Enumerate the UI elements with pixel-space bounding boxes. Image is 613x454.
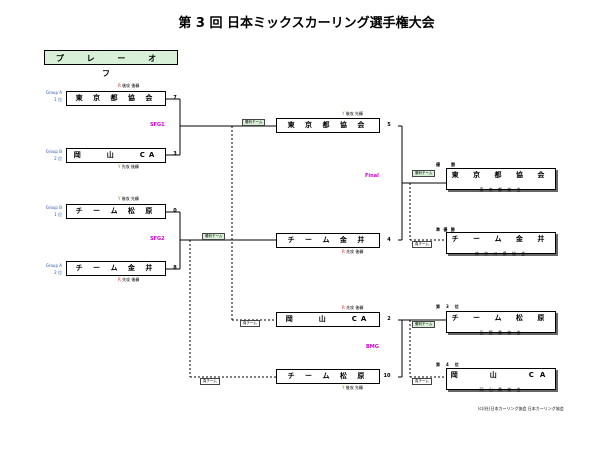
result-team-assoc: 神 奈 川 県 協 会 xyxy=(474,251,528,256)
r2-score-2: 4 xyxy=(387,237,391,243)
result-rank-3: 第 3 位 xyxy=(436,304,460,309)
playoff-header: プ レ ー オ フ xyxy=(44,50,178,78)
stone-color: R xyxy=(342,305,345,310)
seed-4-score: 8 xyxy=(173,265,177,271)
result-rank-1: 優 勝 xyxy=(436,162,456,167)
r2-team-1: 東 京 都 協 会 xyxy=(276,118,380,133)
stone-info-seed-1: R 後攻 後糠 xyxy=(118,83,139,89)
r2-score-3: 2 xyxy=(387,316,391,322)
r2-score-4: 10 xyxy=(383,373,391,379)
winner-tag-sfg1: 勝利チーム xyxy=(242,119,266,126)
result-team-name: チ ー ム 金 井 xyxy=(451,235,551,243)
stone-info-r2-1: Y 後攻 先糠 xyxy=(342,111,363,117)
stone-order: 後攻 先糠 xyxy=(345,385,364,390)
stone-color: R xyxy=(118,83,121,88)
result-team-assoc: 長 野 県 協 会 xyxy=(479,330,523,335)
stone-color: R xyxy=(118,277,121,282)
stone-color: Y xyxy=(342,385,345,390)
stone-info-r2-4: Y 後攻 先糠 xyxy=(342,385,363,391)
result-team-name: 岡 山 CA xyxy=(450,371,552,379)
winner-tag-bmg: 勝利チーム xyxy=(412,321,436,328)
stone-order: 先攻 後糠 xyxy=(122,277,140,282)
result-team-assoc: 岡 山 県 協 会 xyxy=(479,387,523,392)
stone-order: 後攻 先糠 xyxy=(121,196,140,201)
game-label-final: Final xyxy=(365,173,379,179)
stone-info-r2-3: R 先攻 後糠 xyxy=(342,305,363,311)
result-team-name: チ ー ム 松 原 xyxy=(451,314,551,322)
seed-3-team: チ ー ム 松 原 xyxy=(66,204,166,219)
stone-info-seed-3: Y 後攻 先糠 xyxy=(118,196,139,202)
result-rank-4: 第 4 位 xyxy=(436,362,460,367)
loser-tag-sfg2: 負チーム xyxy=(200,378,220,385)
stone-info-seed-2: Y 先攻 後糠 xyxy=(118,164,139,170)
footer-copyright: (c)(社)日本カーリング協会 日本カーリング協会 xyxy=(478,406,564,411)
stone-order: 先攻 後糠 xyxy=(346,249,364,254)
stone-order: 後攻 先糠 xyxy=(345,111,364,116)
result-team-3: チ ー ム 松 原 長 野 県 協 会 xyxy=(446,311,556,335)
game-label-sfg1: SFG1 xyxy=(150,122,165,128)
stone-color: Y xyxy=(342,111,345,116)
stone-order: 後攻 後糠 xyxy=(122,83,140,88)
result-team-1: 東 京 都 協 会 東 京 都 協 会 xyxy=(446,168,556,192)
stone-info-seed-4: R 先攻 後糠 xyxy=(118,277,139,283)
loser-tag-final: 負チーム xyxy=(412,241,432,248)
result-team-assoc: 東 京 都 協 会 xyxy=(479,187,523,192)
winner-tag-sfg2: 勝利チーム xyxy=(202,233,226,240)
winner-tag-final: 勝利チーム xyxy=(412,170,436,177)
r2-team-3: 岡 山 CA xyxy=(276,312,380,327)
stone-order: 先攻 後糠 xyxy=(121,164,140,169)
result-team-name: 東 京 都 協 会 xyxy=(451,171,551,179)
stone-info-r2-2: R 先攻 後糠 xyxy=(342,249,363,255)
stone-color: Y xyxy=(118,196,121,201)
r2-team-2: チ ー ム 金 井 xyxy=(276,233,380,248)
stone-color: R xyxy=(342,249,345,254)
seed-2-score: 3 xyxy=(173,151,177,157)
seed-3-score: 0 xyxy=(173,208,177,214)
seed-1-score: 7 xyxy=(173,95,177,101)
stone-order: 先攻 後糠 xyxy=(346,305,364,310)
seed-1-team: 東 京 都 協 会 xyxy=(66,91,166,106)
seed-4-team: チ ー ム 金 井 xyxy=(66,261,166,276)
result-rank-2: 準 優 勝 xyxy=(436,227,456,232)
game-label-sfg2: SFG2 xyxy=(150,236,165,242)
loser-tag-bmg: 負チーム xyxy=(412,378,432,385)
r2-score-1: 5 xyxy=(387,122,391,128)
stone-color: Y xyxy=(118,164,121,169)
result-team-4: 岡 山 CA 岡 山 県 協 会 xyxy=(446,368,556,392)
result-team-2: チ ー ム 金 井 神 奈 川 県 協 会 xyxy=(446,232,556,256)
loser-tag-sfg1: 負チーム xyxy=(240,320,260,327)
page-title: 第 3 回 日本ミックスカーリング選手権大会 xyxy=(178,16,435,31)
r2-team-4: チ ー ム 松 原 xyxy=(276,369,380,384)
seed-2-team: 岡 山 CA xyxy=(66,148,166,163)
game-label-bmg: BMG xyxy=(366,344,379,350)
